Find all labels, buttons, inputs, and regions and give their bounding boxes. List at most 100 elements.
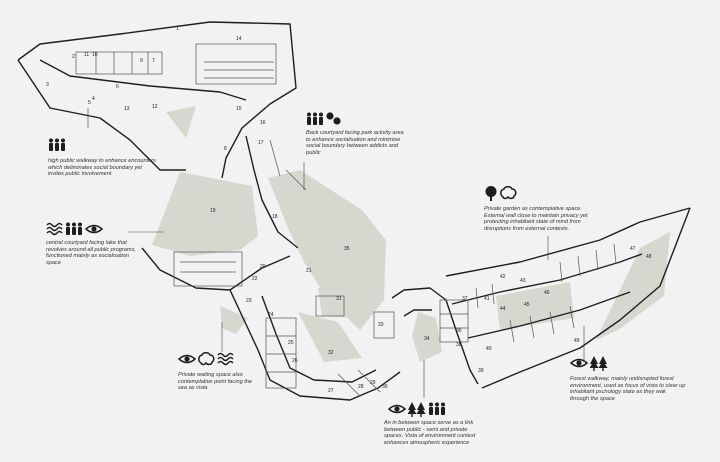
room-number: 25 — [288, 340, 294, 346]
room-number: 21 — [306, 268, 312, 274]
room-number: 31 — [336, 296, 342, 302]
room-number: 40 — [486, 346, 492, 352]
brain-icon — [198, 352, 215, 366]
nw-wing-inner — [17, 59, 186, 171]
room-number: 19 — [210, 208, 216, 214]
hall-14 — [195, 43, 277, 85]
room-number: 23 — [246, 298, 252, 304]
room-partitions — [75, 43, 617, 397]
annotation-central-courtyard: central courtyard facing lake that revol… — [46, 240, 136, 266]
rooms-24-26 — [265, 317, 297, 389]
room-number: 11 — [84, 52, 89, 58]
room-number: 12 — [152, 104, 158, 110]
private-garden-icons — [484, 186, 517, 201]
rooms-9-11 — [75, 51, 163, 75]
tree-icon — [485, 186, 497, 201]
room-number: 34 — [424, 336, 430, 342]
link-inner — [403, 309, 432, 317]
eye-icon — [178, 354, 196, 364]
room-number: 36 — [456, 328, 462, 334]
people-icon — [49, 138, 65, 151]
forest-icon — [408, 402, 426, 417]
water-icon — [46, 222, 63, 236]
court-22 — [220, 306, 248, 334]
room-number: 16 — [260, 120, 266, 126]
annotation-walkway: high public walkway to enhance encounter… — [48, 158, 156, 178]
east-wing-north — [445, 207, 691, 277]
forest-walkway-area — [596, 232, 670, 340]
nw-wing-outer — [17, 21, 297, 179]
room-number: 32 — [328, 350, 334, 356]
annotation-back-courtyard: Back courtyard facing park activity area… — [306, 130, 404, 156]
eye-icon — [388, 404, 406, 414]
central-west-wall — [141, 247, 291, 291]
room-number: 6 — [116, 84, 119, 90]
room-number: 49 — [574, 338, 580, 344]
annotation-forest-walkway: Forest walkway, mainly undisrupted fores… — [570, 376, 686, 402]
room-number: 5 — [88, 100, 91, 106]
room-number: 42 — [500, 274, 506, 280]
room-number: 18 — [272, 214, 278, 220]
water-icon — [217, 352, 234, 366]
in-between-icons — [388, 402, 446, 417]
south-arm-east — [261, 295, 377, 383]
dining-18 — [173, 251, 243, 287]
back-courtyard — [268, 170, 386, 330]
room-33-frame — [315, 295, 345, 317]
room-number: 35 — [344, 246, 350, 252]
room-number: 27 — [328, 388, 334, 394]
room-number: 26 — [292, 358, 298, 364]
back-courtyard-icons — [306, 112, 341, 127]
courtyard-34 — [412, 312, 442, 362]
east-corridor-2 — [467, 291, 631, 339]
courtyard-areas — [152, 106, 670, 362]
room-33 — [373, 311, 395, 339]
central-east-wall — [245, 135, 299, 249]
room-number: 30 — [382, 384, 388, 390]
room-number: 44 — [500, 306, 506, 312]
east-corridor — [451, 253, 643, 305]
annotation-waiting-space: Private waiting space also contemplative… — [178, 372, 253, 392]
room-number: 24 — [268, 312, 274, 318]
waiting-space-icons — [178, 352, 234, 367]
room-number: 7 — [152, 58, 155, 64]
room-number: 9 — [140, 58, 143, 64]
rooms-36-38 — [439, 299, 469, 343]
garden-45 — [496, 282, 574, 330]
brain-icon — [500, 186, 517, 200]
central-courtyard-icons — [46, 222, 103, 237]
conversation-icon — [326, 112, 341, 125]
central-courtyard — [152, 172, 258, 256]
room-number: 39 — [478, 368, 484, 374]
room-number: 20 — [260, 264, 266, 270]
courtyard-31 — [318, 286, 356, 318]
room-number: 17 — [258, 140, 264, 146]
room-number: 22 — [252, 276, 258, 282]
room-number: 43 — [520, 278, 526, 284]
room-number: 28 — [358, 384, 364, 390]
annotation-private-garden: Private garden as contemplative space. E… — [484, 206, 588, 232]
room-numbers: 1 2 3 4 5 6 7 8 9 10 11 12 13 14 15 16 1… — [46, 26, 652, 394]
court-upper — [166, 106, 196, 138]
eye-icon — [85, 224, 103, 234]
room-number: 47 — [630, 246, 636, 252]
nw-spine — [39, 59, 247, 101]
room-number: 38 — [456, 342, 462, 348]
east-wing-south — [481, 207, 691, 389]
people-icon — [307, 112, 323, 125]
forest-icon — [590, 356, 608, 371]
room-number: 8 — [224, 146, 227, 152]
room-number: 46 — [544, 290, 550, 296]
room-number: 1 — [176, 26, 179, 32]
room-number: 33 — [378, 322, 384, 328]
room-number: 48 — [646, 254, 652, 260]
room-number: 29 — [370, 380, 376, 386]
room-number: 45 — [524, 302, 530, 308]
room-number: 13 — [124, 106, 130, 112]
room-number: 37 — [462, 296, 468, 302]
forest-walkway-icons — [570, 356, 608, 371]
room-number: 41 — [484, 296, 490, 302]
room-number: 2 — [72, 54, 75, 60]
annotation-in-between: An in between space serve as a link betw… — [384, 420, 476, 446]
